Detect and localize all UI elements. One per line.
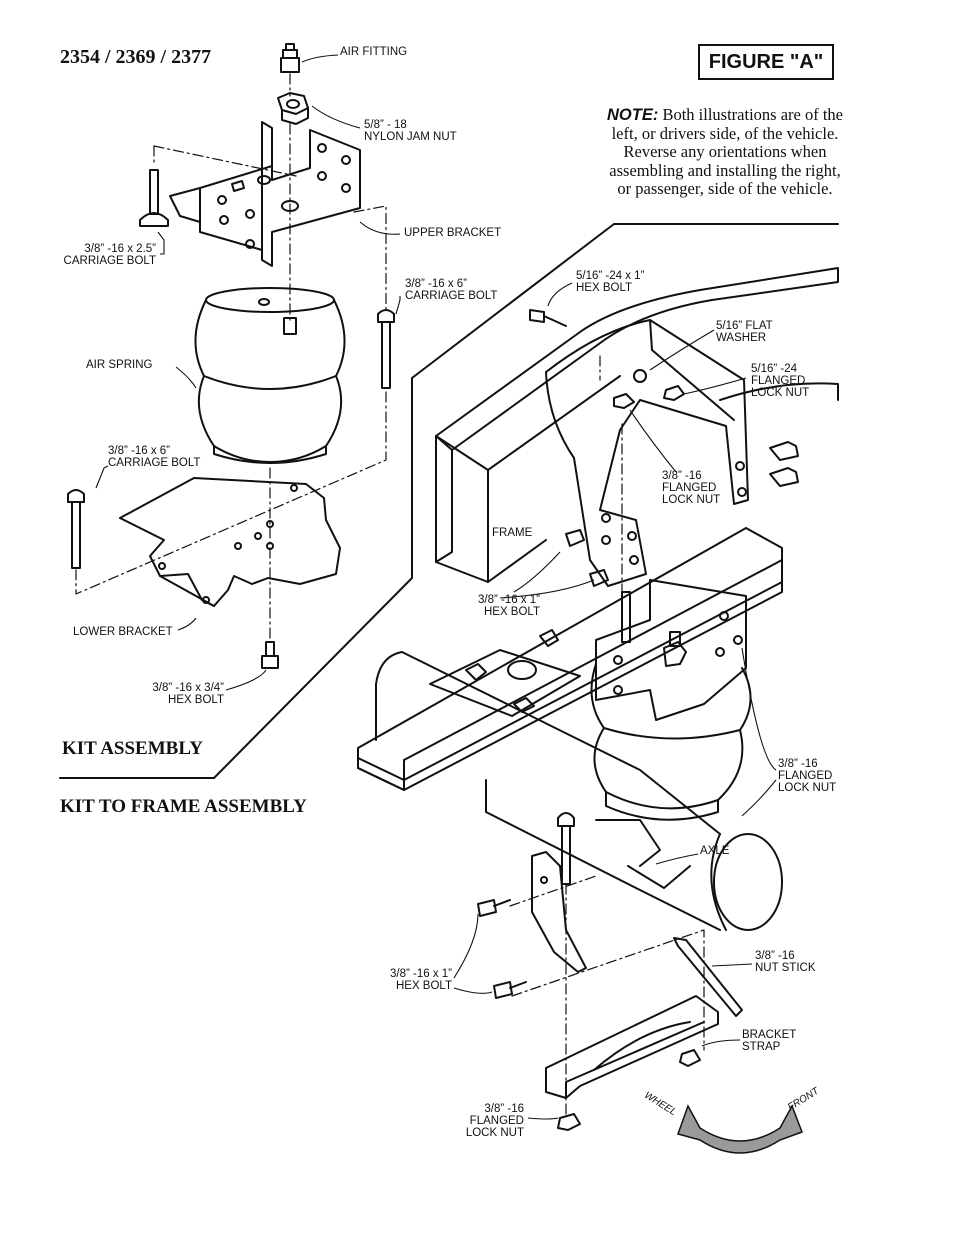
- nylon-jam-nut-icon: [277, 92, 309, 125]
- label-flanged-lock-nut-b: 3/8” -16 FLANGED LOCK NUT: [778, 758, 837, 794]
- section-divider: [59, 223, 839, 779]
- carriage-bolt-short-icon: [139, 169, 169, 227]
- flanged-lock-nut-c-icon: [557, 1113, 581, 1131]
- label-lower-bracket: LOWER BRACKET: [73, 626, 173, 638]
- hex-bolt-short-icon: [261, 641, 279, 669]
- kit-to-frame-heading: KIT TO FRAME ASSEMBLY: [60, 796, 307, 817]
- strap-carriage-bolt-icon: [557, 812, 575, 885]
- axle-clamp-bracket-icon: [531, 819, 691, 973]
- label-hex-bolt-516: 5/16” -24 x 1” HEX BOLT: [576, 270, 645, 294]
- kit-assembly-heading: KIT ASSEMBLY: [62, 738, 203, 759]
- hex-bolt-bottom-icon: [477, 899, 527, 999]
- axle-tube-icon: [375, 651, 783, 931]
- label-flanged-lock-nut-a: 3/8” -16 FLANGED LOCK NUT: [662, 470, 721, 506]
- carriage-bolt-long-left-icon: [67, 489, 85, 569]
- label-air-spring: AIR SPRING: [86, 359, 153, 371]
- frame-bracket-icon: [545, 319, 749, 587]
- hex-bolt-516-icon: [529, 309, 567, 327]
- note-text: Both illustrations are of the left, or d…: [609, 105, 844, 198]
- label-upper-bracket: UPPER BRACKET: [404, 227, 502, 239]
- flanged-lock-nut-a-icon: [613, 393, 635, 409]
- installed-air-spring-icon: [590, 663, 752, 821]
- note-lead: NOTE:: [606, 106, 659, 124]
- installed-upper-bracket-icon: [595, 579, 747, 721]
- air-spring-icon: [194, 287, 346, 464]
- saddle-plate-icon: [429, 629, 581, 717]
- figure-label: FIGURE "A": [698, 44, 834, 80]
- label-nut-stick: 3/8” -16 NUT STICK: [755, 950, 816, 974]
- flat-washer-icon: [633, 369, 647, 383]
- carriage-bolt-long-right-icon: [377, 309, 395, 389]
- label-hex-bolt-top: 3/8” -16 x 1” HEX BOLT: [478, 594, 540, 618]
- label-carriage-bolt-long-right: 3/8” -16 x 6” CARRIAGE BOLT: [405, 278, 498, 302]
- label-jam-nut: 5/8” - 18 NYLON JAM NUT: [364, 119, 457, 143]
- lower-bracket-icon: [119, 477, 341, 607]
- direction-arrow-icon: [677, 1104, 803, 1154]
- leaf-spring-icon: [357, 527, 783, 791]
- nut-stick-icon: [673, 937, 743, 1017]
- label-hex-bolt-short: 3/8” -16 x 3/4” HEX BOLT: [152, 682, 224, 706]
- bracket-nut-icon: [679, 1049, 701, 1067]
- hex-bolt-top-icon: [565, 529, 609, 587]
- frame-rail-icon: [435, 267, 839, 583]
- label-frame: FRAME: [492, 527, 533, 539]
- label-flanged-lock-nut-516: 5/16” -24 FLANGED LOCK NUT: [751, 363, 810, 399]
- label-axle: AXLE: [700, 845, 730, 857]
- label-flat-washer: 5/16” FLAT WASHER: [716, 320, 773, 344]
- flanged-lock-nut-516-icon: [663, 385, 685, 401]
- upper-bracket-icon: [169, 121, 361, 267]
- leader-lines: [95, 54, 777, 1120]
- label-carriage-bolt-short: 3/8” -16 x 2.5” CARRIAGE BOLT: [63, 243, 156, 267]
- air-fitting-icon: [280, 43, 300, 73]
- bracket-strap-icon: [545, 995, 719, 1099]
- side-hex-bolts-icon: [769, 441, 799, 487]
- label-carriage-bolt-long-left: 3/8” -16 x 6” CARRIAGE BOLT: [108, 445, 201, 469]
- label-flanged-lock-nut-c: 3/8” -16 FLANGED LOCK NUT: [465, 1103, 524, 1139]
- label-air-fitting: AIR FITTING: [340, 46, 408, 58]
- label-hex-bolt-bottom: 3/8” -16 x 1” HEX BOLT: [390, 968, 452, 992]
- label-bracket-strap: BRACKET STRAP: [742, 1029, 797, 1053]
- orientation-note: NOTE: Both illustrations are of the left…: [605, 105, 845, 199]
- model-numbers: 2354 / 2369 / 2377: [60, 46, 212, 68]
